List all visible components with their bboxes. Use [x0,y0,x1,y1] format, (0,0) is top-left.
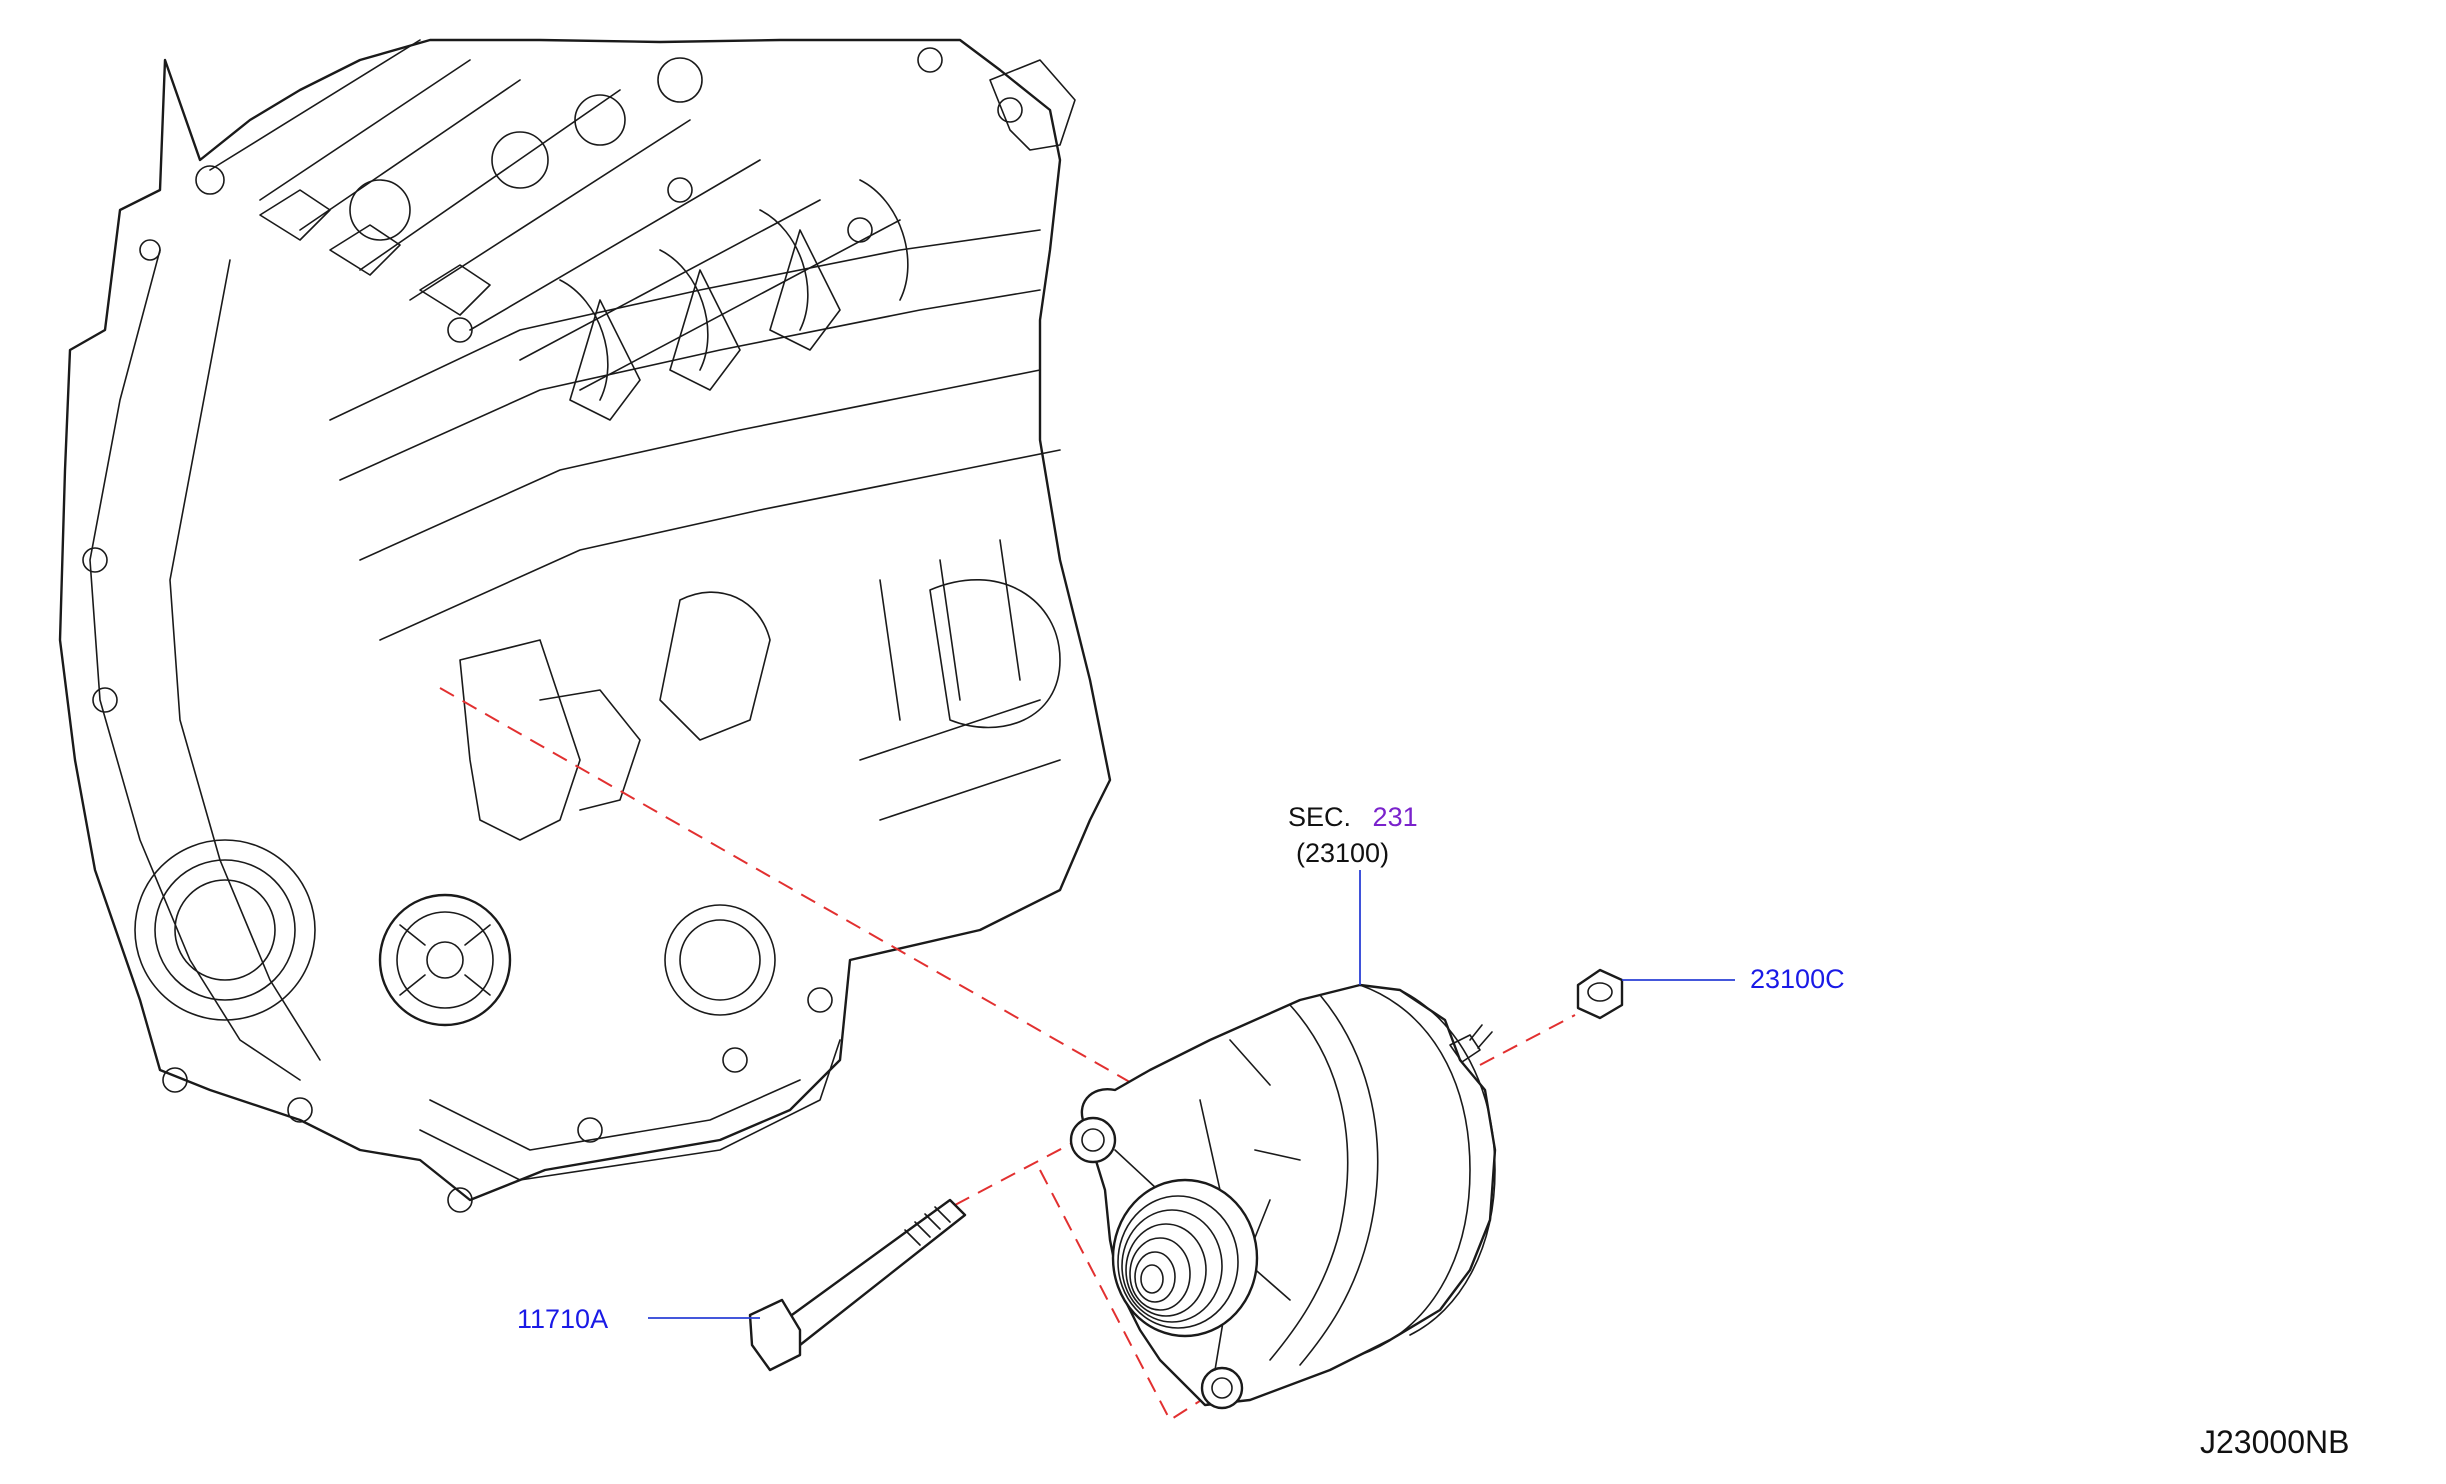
bolt-11710A-drawing [748,1198,967,1372]
leader-lines [648,870,1735,1319]
part-label-23100C[interactable]: 23100C [1750,964,1845,994]
drawing-code: J23000NB [2200,1424,2350,1460]
section-label: SEC. 231 [1288,804,1418,831]
part-label-11710A[interactable]: 11710A [517,1304,609,1334]
nut-23100C-drawing [1576,968,1624,1020]
section-prefix: SEC. [1288,802,1352,832]
section-number-link[interactable]: 231 [1372,802,1418,832]
alternator-drawing [1069,983,1497,1410]
section-reference: (23100) [1296,838,1390,868]
engine-drawing [58,38,1112,1213]
